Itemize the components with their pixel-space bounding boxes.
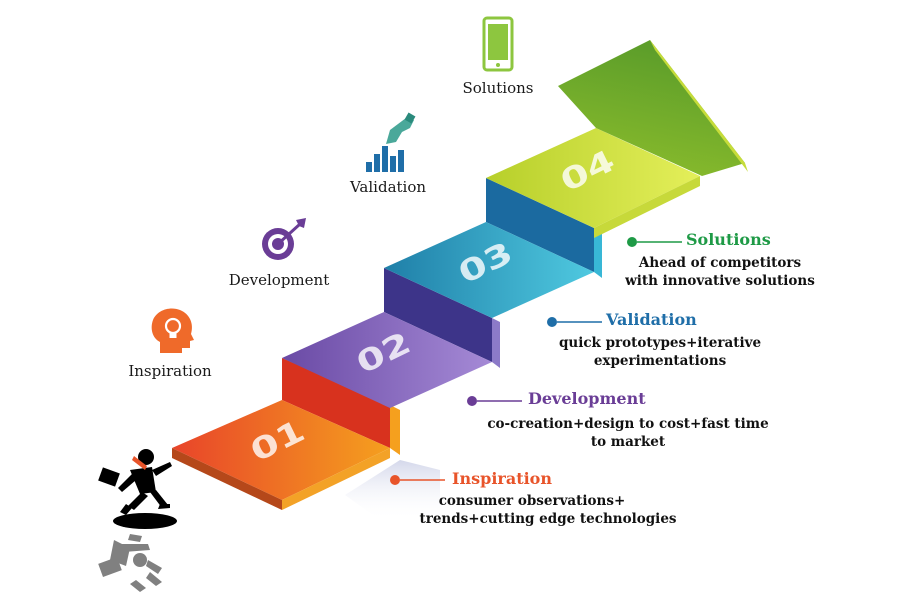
step-3-side — [594, 228, 602, 278]
step-1-side — [390, 405, 400, 455]
callout-development-dot — [467, 396, 477, 406]
callout-validation-desc-2: experimentations — [594, 353, 727, 369]
callout-solutions-dot — [627, 237, 637, 247]
step-1 — [172, 358, 400, 510]
step-4 — [486, 128, 700, 238]
step-1-riser — [282, 358, 390, 448]
target-dart-icon — [262, 218, 306, 260]
fallen-businessman-icon — [98, 534, 162, 592]
step-2-top — [282, 312, 492, 408]
step-2 — [282, 268, 500, 408]
callout-solutions-desc-2: with innovative solutions — [624, 273, 815, 289]
callout-validation-desc-1: quick prototypes+iterative — [559, 335, 761, 351]
callout-inspiration: Inspiration consumer observations+ trend… — [390, 469, 677, 527]
callout-validation-title: Validation — [605, 310, 697, 329]
step-4-edge — [594, 176, 700, 238]
callout-validation: Validation quick prototypes+iterative ex… — [547, 310, 761, 369]
arrow-head — [558, 40, 748, 176]
step-2-label: Development — [229, 271, 329, 289]
callout-solutions-title: Solutions — [686, 230, 771, 249]
step-reflection — [345, 460, 440, 520]
callout-development-desc-2: to market — [591, 434, 666, 450]
arrow-head-face — [558, 40, 745, 176]
hand-bar-chart-icon — [366, 112, 416, 172]
arrow-head-edge — [650, 40, 748, 172]
callout-inspiration-title: Inspiration — [452, 469, 552, 488]
callout-solutions-desc-1: Ahead of competitors — [638, 255, 802, 271]
callout-solutions: Solutions Ahead of competitors with inno… — [624, 230, 815, 289]
callout-inspiration-desc-1: consumer observations+ — [439, 493, 626, 509]
callout-inspiration-desc-2: trends+cutting edge technologies — [419, 511, 676, 527]
step-3-label: Validation — [349, 178, 426, 196]
callout-inspiration-dot — [390, 475, 400, 485]
step-1-top — [172, 400, 390, 500]
step-1-label: Inspiration — [128, 362, 212, 380]
callout-development-desc-1: co-creation+design to cost+fast time — [487, 416, 768, 432]
step-3-top — [384, 222, 594, 318]
step-3 — [384, 178, 602, 318]
step-2-riser — [384, 268, 492, 362]
callout-development-title: Development — [528, 389, 646, 408]
step-2-side — [492, 318, 500, 368]
step-1-front-edge — [172, 448, 282, 510]
callout-development: Development co-creation+design to cost+f… — [467, 389, 769, 450]
step-1-side-edge — [282, 448, 390, 510]
step-3-riser — [486, 178, 594, 272]
lightbulb-head-icon — [151, 308, 194, 353]
running-businessman-icon — [98, 449, 177, 529]
step-4-label: Solutions — [463, 79, 534, 97]
callout-validation-dot — [547, 317, 557, 327]
smartphone-icon — [482, 16, 514, 72]
step-4-top — [486, 128, 700, 228]
